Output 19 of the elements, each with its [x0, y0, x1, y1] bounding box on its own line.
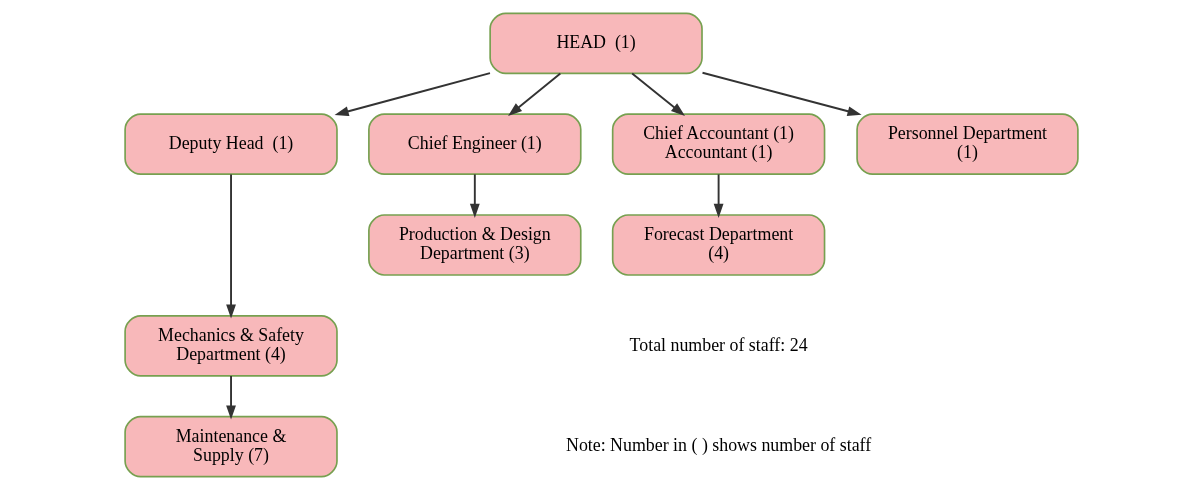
- node-box: Maintenance & Supply (7): [123, 415, 338, 478]
- node-box: Chief Accountant (1) Accountant (1): [611, 113, 825, 175]
- arrow: [225, 375, 236, 420]
- node-box: Personnel Department (1): [855, 113, 1079, 175]
- arrow: [225, 173, 236, 319]
- label: Note: Number in ( ) shows number of staff: [565, 435, 871, 456]
- node-box: Forecast Department (4): [611, 214, 825, 276]
- arrow: [630, 72, 685, 116]
- label: Total number of staff: 24: [629, 334, 808, 355]
- arrow: [713, 173, 724, 218]
- node-box: Mechanics & Safety Department (4): [123, 315, 338, 377]
- node-box: Deputy Head (1): [123, 113, 338, 175]
- arrow: [507, 72, 561, 116]
- arrow: [701, 71, 862, 117]
- node-box: Chief Engineer (1): [367, 113, 582, 175]
- node-box: HEAD (1): [488, 12, 703, 75]
- arrow: [469, 173, 480, 218]
- node-box: Production & Design Department (3): [367, 214, 582, 276]
- arrow: [334, 72, 491, 117]
